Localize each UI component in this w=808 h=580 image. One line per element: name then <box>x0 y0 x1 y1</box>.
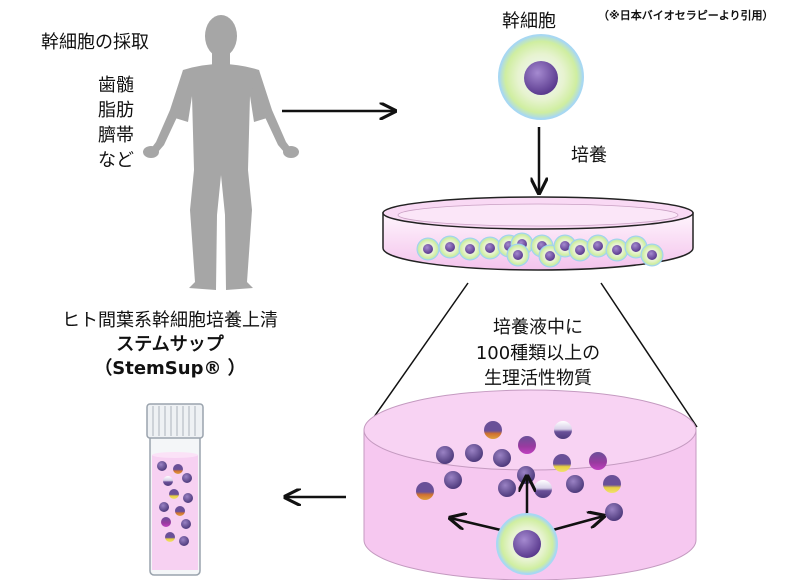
citation-note: （※日本バイオセラピーより引用） <box>598 9 774 22</box>
source-item: 臍帯 <box>98 125 134 146</box>
zoom-line-right <box>600 282 698 428</box>
source-item: など <box>98 150 134 171</box>
zoom-line-left <box>366 282 469 428</box>
vial-icon <box>146 403 204 576</box>
stem-cell-label: 幹細胞 <box>502 11 556 32</box>
secreting-cell-icon <box>450 476 604 575</box>
substances-line: 培養液中に <box>493 317 583 338</box>
source-item: 歯髄 <box>98 75 134 96</box>
stem-cell-icon <box>498 34 584 120</box>
harvest-title: 幹細胞の採取 <box>41 32 149 53</box>
substances-line: 生理活性物質 <box>484 368 592 389</box>
culture-label: 培養 <box>571 145 607 166</box>
product-name: ステムサップ <box>116 334 224 355</box>
product-description: ヒト間葉系幹細胞培養上清 <box>62 310 278 331</box>
human-silhouette-icon <box>143 15 299 290</box>
product-latin-name: （StemSup® ） <box>94 358 246 379</box>
substances-line: 100種類以上の <box>475 343 601 364</box>
bioactive-molecules <box>416 421 623 521</box>
source-item: 脂肪 <box>98 100 134 121</box>
